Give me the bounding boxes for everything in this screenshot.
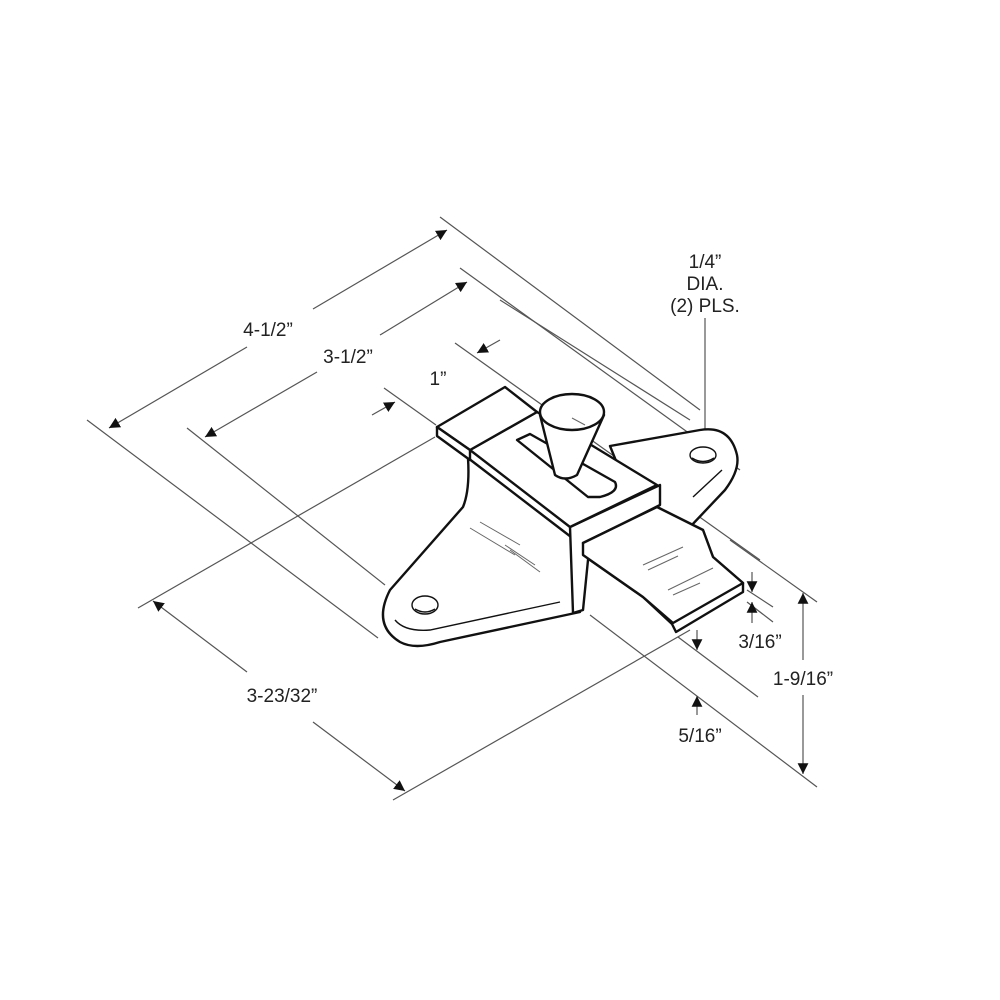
dim-base-width: 3-23/32” [152, 600, 406, 792]
label-overall-length: 4-1/2” [243, 320, 293, 341]
label-hole-count: (2) PLS. [670, 296, 740, 317]
label-base-width: 3-23/32” [247, 686, 318, 707]
dim-overall-length: 4-1/2” [108, 229, 448, 429]
latch-part [381, 385, 745, 648]
label-hole-size: 1/4” [689, 252, 722, 273]
right-mounting-hole [689, 446, 717, 464]
dim-bar-offset: 5/16” [678, 630, 722, 747]
knob-top [538, 392, 606, 432]
label-hole-dia: DIA. [687, 274, 724, 295]
dim-overall-height: 1-9/16” [773, 593, 833, 774]
left-mounting-ear [381, 456, 582, 648]
label-bar-offset: 5/16” [678, 726, 721, 747]
dim-hole-spacing: 3-1/2” [204, 281, 468, 438]
label-hole-spacing: 3-1/2” [323, 347, 373, 368]
label-overall-height: 1-9/16” [773, 669, 833, 690]
dim-hole-diameter: 1/4” DIA. (2) PLS. [670, 252, 740, 441]
left-mounting-hole [411, 595, 439, 615]
dim-bar-thickness: 3/16” [738, 572, 782, 653]
label-bar-thickness: 3/16” [738, 632, 781, 653]
dim-body-width: 1” [371, 339, 501, 416]
knob [538, 413, 606, 480]
extension-lines [86, 216, 818, 801]
label-body-width: 1” [430, 369, 447, 390]
